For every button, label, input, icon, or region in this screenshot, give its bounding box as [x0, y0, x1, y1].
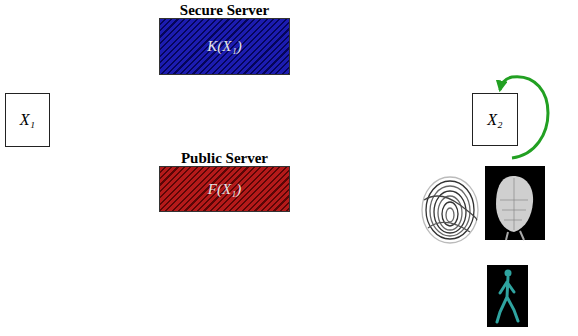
- server-heading: Secure Server: [159, 2, 290, 18]
- gait-icon: [487, 265, 528, 327]
- fingerprint-icon: [422, 177, 478, 243]
- variable-label: X₁: [20, 111, 35, 129]
- server-heading: Public Server: [159, 150, 290, 166]
- hatched-band: K(X₁): [159, 18, 290, 75]
- variable-label: X₂: [487, 111, 502, 129]
- server-node: Secure ServerK(X₁): [159, 2, 290, 75]
- variable-box: X₂: [472, 93, 518, 146]
- server-node: Public ServerF(X₁): [159, 150, 290, 212]
- face-icon: [485, 166, 545, 240]
- variable-box: X₁: [5, 93, 50, 147]
- band-label: K(X₁): [207, 38, 241, 55]
- band-label: F(X₁): [208, 181, 242, 198]
- hatched-band: F(X₁): [159, 166, 290, 212]
